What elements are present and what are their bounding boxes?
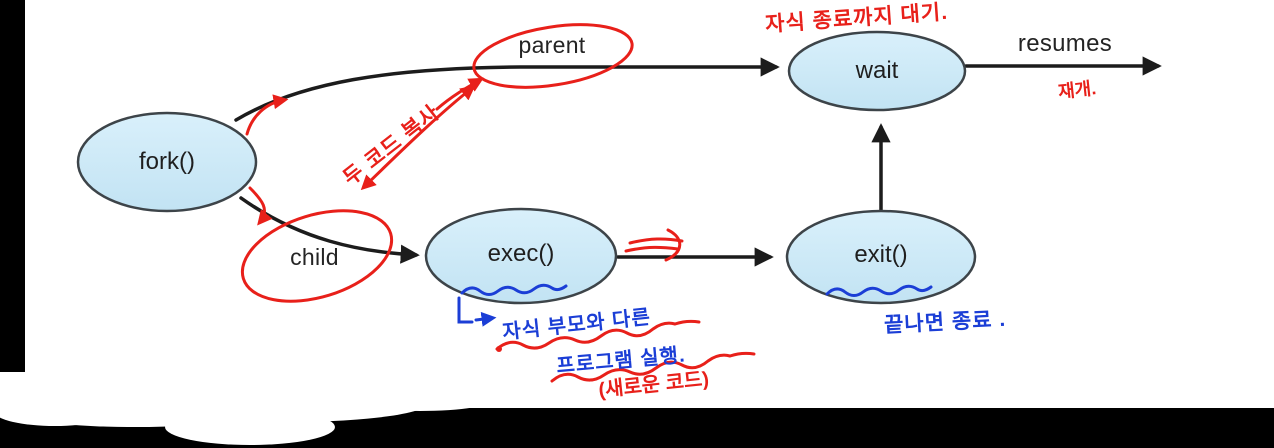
edge-label-resumes: resumes <box>1017 30 1113 57</box>
red-arrow-to-parent <box>435 77 484 111</box>
edge-fork-to-wait-parent <box>234 57 780 122</box>
red-ink-dot <box>496 346 502 352</box>
red-emphasis-stroke-1 <box>628 237 684 245</box>
red-circle-parent <box>472 23 634 89</box>
blue-ink-marks <box>457 283 933 327</box>
red-note-resume: 재개. <box>1057 78 1098 102</box>
node-exec-label: exec() <box>487 240 555 267</box>
red-wavy-underline-1 <box>495 319 701 351</box>
edge-label-parent: parent <box>518 32 586 58</box>
left-black-border <box>0 0 25 372</box>
red-hook-upper-branch <box>245 94 289 136</box>
red-circle-child <box>240 209 394 303</box>
blue-wavy-underline-exit <box>825 284 933 297</box>
red-double-arrow-diagonal <box>360 85 476 191</box>
node-wait-shape <box>787 30 967 112</box>
node-fork-shape <box>76 111 258 213</box>
blue-note-exit-terminates: 끝나면 종료 . <box>883 307 1007 338</box>
node-exit-label: exit() <box>854 241 908 268</box>
edge-label-child: child <box>290 244 339 270</box>
red-emphasis-arrowhead <box>664 228 682 262</box>
blue-elbow-arrowhead <box>474 311 497 327</box>
blue-elbow-connector <box>457 296 474 324</box>
red-hook-lower-branch <box>248 186 273 226</box>
node-exec-shape <box>424 207 618 305</box>
red-wavy-underline-2 <box>550 351 756 383</box>
white-erase-blob <box>0 382 495 445</box>
red-ink-marks <box>240 23 756 383</box>
node-wait-label: wait <box>855 57 899 84</box>
red-emphasis-stroke-2 <box>624 245 680 253</box>
node-exit-shape <box>785 209 977 305</box>
state-nodes <box>76 30 977 305</box>
node-fork-label: fork() <box>139 148 195 175</box>
blue-wavy-underline-exec <box>460 283 568 296</box>
